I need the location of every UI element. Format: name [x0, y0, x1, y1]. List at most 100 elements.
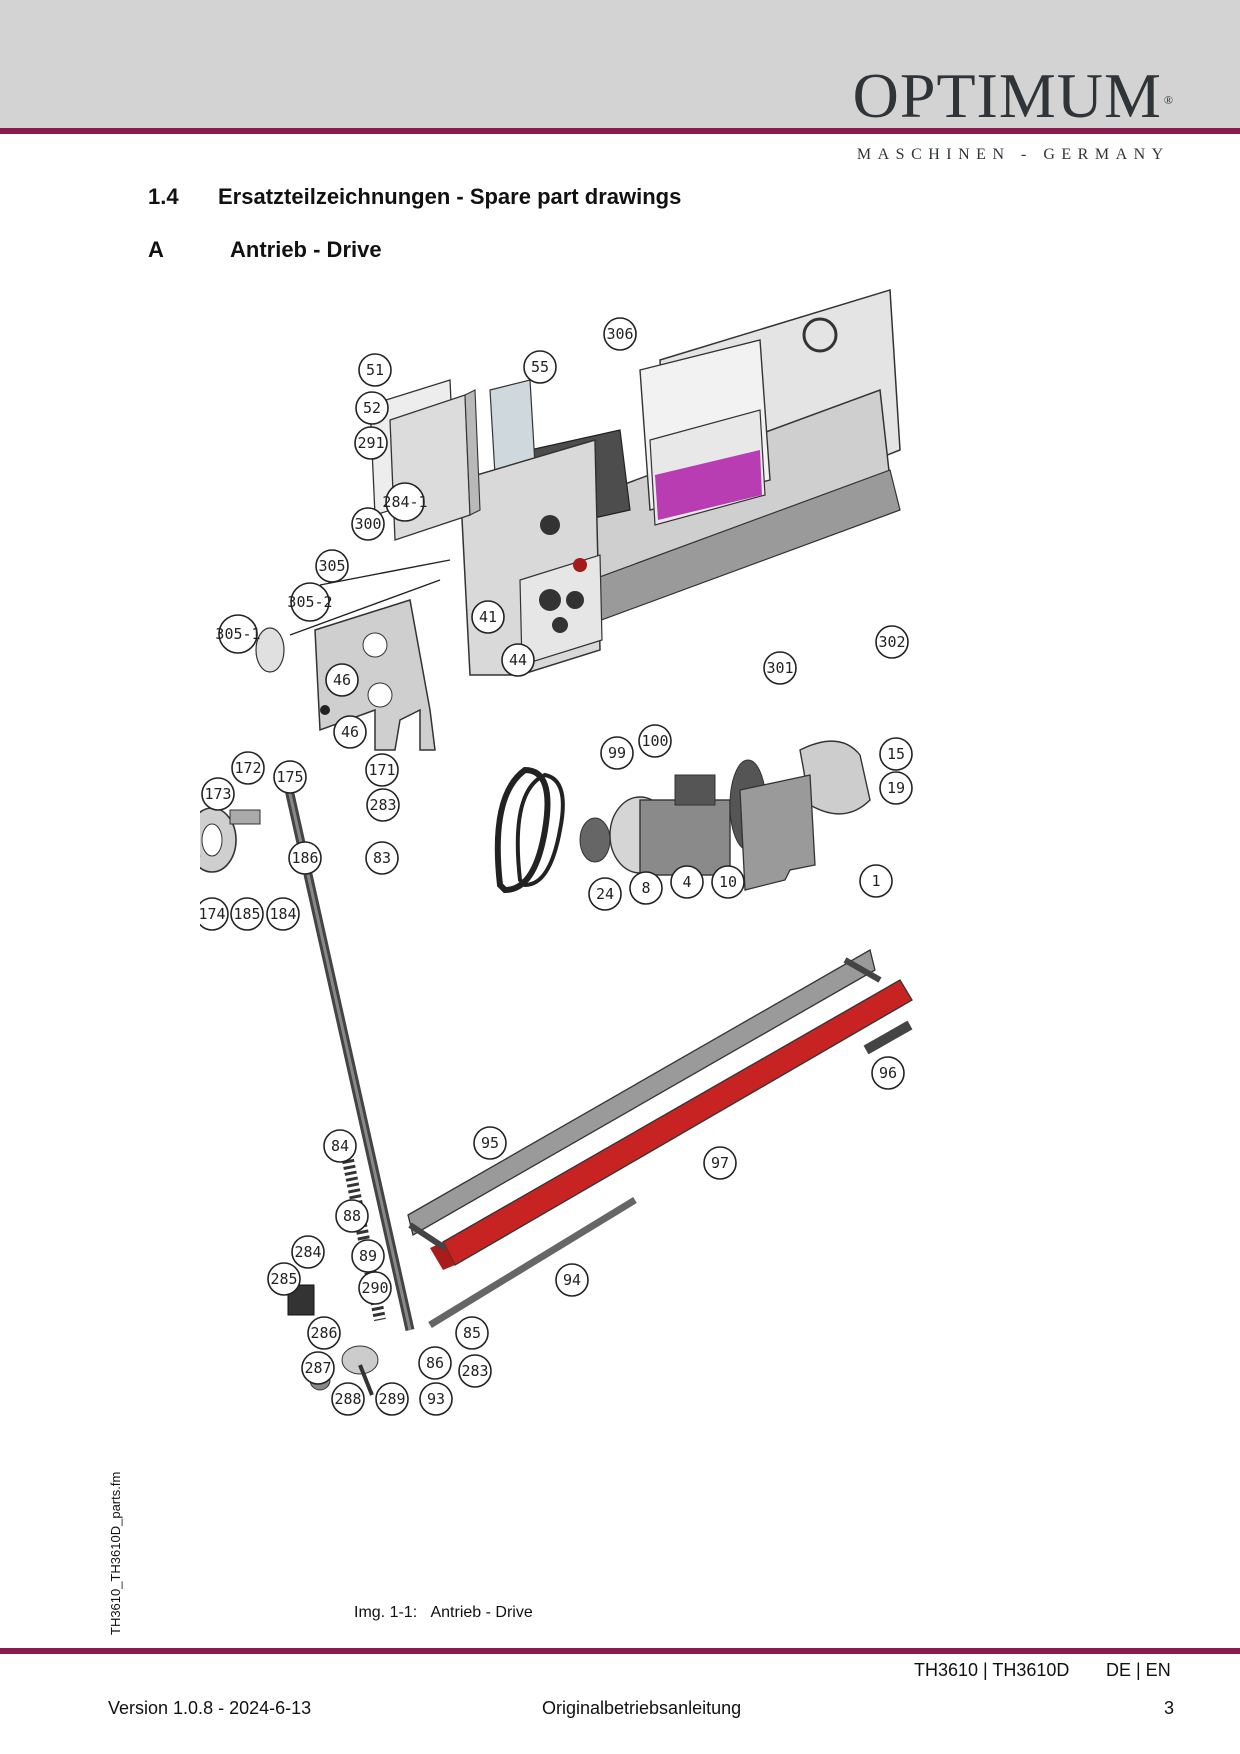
- chip-tray-assembly: [407, 949, 913, 1328]
- subsection-title: Antrieb - Drive: [230, 237, 382, 262]
- part-callout-287: 287: [301, 1351, 335, 1385]
- shift-collar: [200, 807, 261, 873]
- part-callout-88: 88: [335, 1199, 369, 1233]
- svg-text:302: 302: [878, 633, 905, 651]
- header-band: [0, 0, 1240, 128]
- lathe-assembly: [459, 289, 901, 676]
- svg-text:289: 289: [378, 1390, 405, 1408]
- svg-text:301: 301: [766, 659, 793, 677]
- svg-text:19: 19: [887, 779, 905, 797]
- svg-text:89: 89: [359, 1247, 377, 1265]
- part-callout-10: 10: [711, 865, 745, 899]
- part-callout-174: 174: [200, 897, 229, 931]
- svg-text:95: 95: [481, 1134, 499, 1152]
- svg-text:174: 174: [200, 905, 226, 923]
- svg-text:288: 288: [334, 1390, 361, 1408]
- part-callout-285: 285: [267, 1262, 301, 1296]
- svg-text:10: 10: [719, 873, 737, 891]
- end-cover-plate: [255, 559, 451, 751]
- part-callout-99: 99: [600, 736, 634, 770]
- part-callout-46: 46: [333, 715, 367, 749]
- svg-text:51: 51: [366, 361, 384, 379]
- part-callout-1: 1: [859, 864, 893, 898]
- svg-text:83: 83: [373, 849, 391, 867]
- svg-text:46: 46: [341, 723, 359, 741]
- svg-text:291: 291: [357, 434, 384, 452]
- svg-text:186: 186: [291, 849, 318, 867]
- svg-text:24: 24: [596, 885, 614, 903]
- footer-version: Version 1.0.8 - 2024-6-13: [108, 1698, 312, 1718]
- svg-text:55: 55: [531, 358, 549, 376]
- svg-text:97: 97: [711, 1154, 729, 1172]
- part-callout-284: 284: [291, 1235, 325, 1269]
- svg-text:173: 173: [204, 785, 231, 803]
- part-callout-291: 291: [354, 426, 388, 460]
- logo-tagline: MASCHINEN - GERMANY: [856, 146, 1170, 163]
- part-callout-8: 8: [629, 871, 663, 905]
- footer-languages: DE | EN: [1106, 1660, 1171, 1680]
- part-callout-302: 302: [875, 625, 909, 659]
- part-callout-186: 186: [288, 841, 322, 875]
- svg-text:99: 99: [608, 744, 626, 762]
- svg-text:305-1: 305-1: [215, 625, 260, 643]
- part-callout-94: 94: [555, 1263, 589, 1297]
- part-callout-289: 289: [375, 1382, 409, 1416]
- svg-text:96: 96: [879, 1064, 897, 1082]
- part-callout-100: 100: [638, 724, 672, 758]
- svg-text:41: 41: [479, 608, 497, 626]
- svg-text:171: 171: [368, 761, 395, 779]
- svg-text:4: 4: [682, 873, 691, 891]
- svg-text:85: 85: [463, 1324, 481, 1342]
- svg-text:283: 283: [461, 1362, 488, 1380]
- footer-doc-type: Originalbetriebsanleitung: [542, 1698, 742, 1718]
- part-callout-19: 19: [879, 771, 913, 805]
- section-title: Ersatzteilzeichnungen - Spare part drawi…: [218, 184, 682, 209]
- svg-text:287: 287: [304, 1359, 331, 1377]
- subsection-letter: A: [148, 237, 164, 262]
- svg-text:93: 93: [427, 1390, 445, 1408]
- part-callout-55: 55: [523, 350, 557, 384]
- svg-text:1: 1: [871, 872, 880, 890]
- part-callout-41: 41: [471, 600, 505, 634]
- svg-text:284-1: 284-1: [382, 493, 427, 511]
- part-callout-300: 300: [351, 507, 385, 541]
- logo-wordmark: OPTIMUM®: [853, 64, 1174, 128]
- svg-text:184: 184: [269, 905, 296, 923]
- svg-text:305: 305: [318, 557, 345, 575]
- part-callout-86: 86: [418, 1346, 452, 1380]
- part-callout-175: 175: [273, 760, 307, 794]
- part-callout-283: 283: [366, 788, 400, 822]
- svg-text:52: 52: [363, 399, 381, 417]
- svg-text:94: 94: [563, 1271, 581, 1289]
- part-callout-4: 4: [670, 865, 704, 899]
- part-callout-288: 288: [331, 1382, 365, 1416]
- svg-text:306: 306: [606, 325, 633, 343]
- svg-text:172: 172: [234, 759, 261, 777]
- svg-text:305-2: 305-2: [287, 593, 332, 611]
- part-callout-185: 185: [230, 897, 264, 931]
- part-callout-85: 85: [455, 1316, 489, 1350]
- part-callout-52: 52: [355, 391, 389, 425]
- optimum-logo: OPTIMUM® MASCHINEN - GERMANY: [853, 64, 1174, 164]
- svg-text:175: 175: [276, 768, 303, 786]
- part-callout-89: 89: [351, 1239, 385, 1273]
- part-callout-44: 44: [501, 643, 535, 677]
- svg-text:185: 185: [233, 905, 260, 923]
- svg-text:283: 283: [369, 796, 396, 814]
- part-callout-84: 84: [323, 1129, 357, 1163]
- part-callout-172: 172: [231, 751, 265, 785]
- part-callout-95: 95: [473, 1126, 507, 1160]
- part-callout-46: 46: [325, 663, 359, 697]
- svg-text:286: 286: [310, 1324, 337, 1342]
- part-callout-97: 97: [703, 1146, 737, 1180]
- svg-text:8: 8: [641, 879, 650, 897]
- part-callout-15: 15: [879, 737, 913, 771]
- part-callout-305: 305: [315, 549, 349, 583]
- part-callout-173: 173: [201, 777, 235, 811]
- part-callout-306: 306: [603, 317, 637, 351]
- footer-rule: [0, 1648, 1240, 1654]
- section-number: 1.4: [148, 184, 179, 209]
- part-callout-283: 283: [458, 1354, 492, 1388]
- svg-text:284: 284: [294, 1243, 321, 1261]
